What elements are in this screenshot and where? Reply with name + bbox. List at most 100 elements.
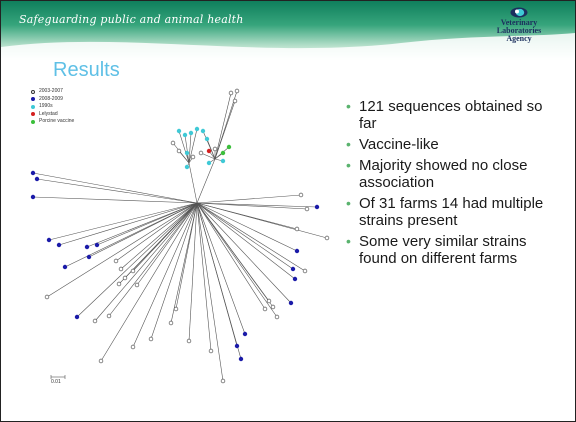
bullet-list: •121 sequences obtained so far • Vaccine-… bbox=[346, 98, 561, 271]
vla-logo-icon bbox=[510, 7, 528, 18]
tree-leaf bbox=[206, 160, 212, 166]
tree-branch bbox=[188, 128, 198, 164]
tree-branch bbox=[196, 202, 242, 360]
tree-leaf bbox=[92, 318, 98, 324]
tree-branch bbox=[196, 202, 296, 280]
tree-leaf bbox=[30, 194, 36, 200]
tree-leaf bbox=[274, 314, 280, 320]
tree-branch bbox=[120, 202, 198, 270]
tree-leaf bbox=[190, 154, 196, 160]
tree-branch bbox=[132, 202, 198, 272]
legend-label: 1990s bbox=[39, 103, 53, 109]
bullet-item: •121 sequences obtained so far bbox=[346, 98, 561, 132]
tree-branch bbox=[200, 152, 216, 160]
tree-leaf bbox=[34, 176, 40, 182]
tree-branch bbox=[175, 202, 198, 310]
tree-branch bbox=[86, 202, 198, 248]
tree-leaf bbox=[130, 268, 136, 274]
tree-leaf bbox=[288, 300, 294, 306]
tree-branch bbox=[96, 202, 198, 246]
tree-branch bbox=[36, 178, 198, 204]
tree-leaf bbox=[118, 266, 124, 272]
tree-leaf bbox=[56, 242, 62, 248]
tree-leaf bbox=[208, 348, 214, 354]
slide-title: Results bbox=[53, 59, 120, 81]
logo-text-2: Laboratories bbox=[496, 26, 542, 35]
tree-leaf bbox=[116, 281, 122, 287]
tree-leaf bbox=[74, 314, 80, 320]
tree-branch bbox=[196, 202, 306, 272]
tree-leaf bbox=[84, 244, 90, 250]
bullet-item: • Of 31 farms 14 had multiple strains pre… bbox=[346, 195, 561, 229]
bullet-icon: • bbox=[346, 157, 351, 173]
bullet-text: Some very similar strains found on diffe… bbox=[359, 233, 527, 267]
tree-leaf bbox=[188, 130, 194, 136]
tree-leaf bbox=[176, 148, 182, 154]
tree-leaf bbox=[290, 266, 296, 272]
tree-branch bbox=[58, 202, 198, 246]
logo-text-1: Veterinary bbox=[500, 18, 538, 27]
tree-branch bbox=[136, 202, 198, 286]
bullet-item: •Majority showed no close association bbox=[346, 157, 561, 191]
tree-leaf bbox=[173, 306, 179, 312]
tree-leaf bbox=[266, 298, 272, 304]
logo-text-3: Agency bbox=[506, 34, 532, 43]
legend-label: 2003-2007 bbox=[39, 88, 63, 94]
tree-leaf bbox=[228, 90, 234, 96]
legend-row: Porcine vaccine bbox=[31, 118, 74, 126]
tree-leaf bbox=[200, 128, 206, 134]
tree-leaf bbox=[262, 306, 268, 312]
tree-leaf bbox=[226, 144, 232, 150]
tree-leaf bbox=[122, 275, 128, 281]
tree-leaf bbox=[194, 126, 200, 132]
bullet-icon: • bbox=[346, 98, 351, 114]
tree-leaf bbox=[242, 331, 248, 337]
legend-row: 2003-2007 bbox=[31, 88, 74, 96]
tree-branch bbox=[188, 202, 198, 342]
tree-branch bbox=[214, 100, 236, 160]
legend-row: 1990s bbox=[31, 103, 74, 111]
tree-branch bbox=[196, 202, 266, 310]
tree-leaf bbox=[324, 235, 330, 241]
tree-leaf bbox=[134, 282, 140, 288]
legend-marker bbox=[31, 97, 35, 102]
legend-marker bbox=[31, 119, 35, 124]
tree-branch bbox=[196, 202, 298, 230]
tree-leaf bbox=[298, 192, 304, 198]
tree-leaf bbox=[98, 358, 104, 364]
tree-branch bbox=[196, 202, 278, 318]
vla-logo: Veterinary Laboratories Agency bbox=[479, 7, 559, 43]
tree-branch bbox=[94, 202, 198, 322]
tree-branch bbox=[196, 202, 308, 210]
tree-leaf bbox=[46, 237, 52, 243]
bullet-text: Of 31 farms 14 had multiple strains pres… bbox=[359, 195, 544, 229]
tree-leaf bbox=[234, 343, 240, 349]
tree-leaf bbox=[232, 98, 238, 104]
legend-marker bbox=[31, 104, 35, 109]
tree-branch bbox=[115, 202, 198, 262]
legend-label: 2008-2009 bbox=[39, 95, 63, 102]
tree-leaf bbox=[204, 136, 210, 142]
tree-branch bbox=[132, 202, 198, 348]
bullet-icon: • bbox=[346, 195, 351, 211]
tree-branch bbox=[196, 202, 212, 352]
tree-branch bbox=[188, 162, 198, 204]
bullet-icon: • bbox=[346, 136, 351, 152]
tagline: Safeguarding public and animal health bbox=[19, 13, 244, 26]
tree-branch bbox=[196, 202, 274, 308]
tree-branch bbox=[88, 202, 198, 258]
tree-leaf bbox=[220, 150, 226, 156]
tree-branch bbox=[178, 150, 190, 164]
tree-leaf bbox=[184, 150, 190, 156]
tree-leaf bbox=[302, 268, 308, 274]
tree-leaf bbox=[170, 140, 176, 146]
bullet-text: Vaccine-like bbox=[359, 136, 439, 153]
tree-leaf bbox=[176, 128, 182, 134]
tree-leaf bbox=[304, 206, 310, 212]
legend-row: 2008-2009 bbox=[31, 96, 74, 104]
tree-leaf bbox=[182, 132, 188, 138]
tree-leaf bbox=[86, 254, 92, 260]
tree-branch bbox=[32, 196, 198, 204]
tree-leaf bbox=[238, 356, 244, 362]
